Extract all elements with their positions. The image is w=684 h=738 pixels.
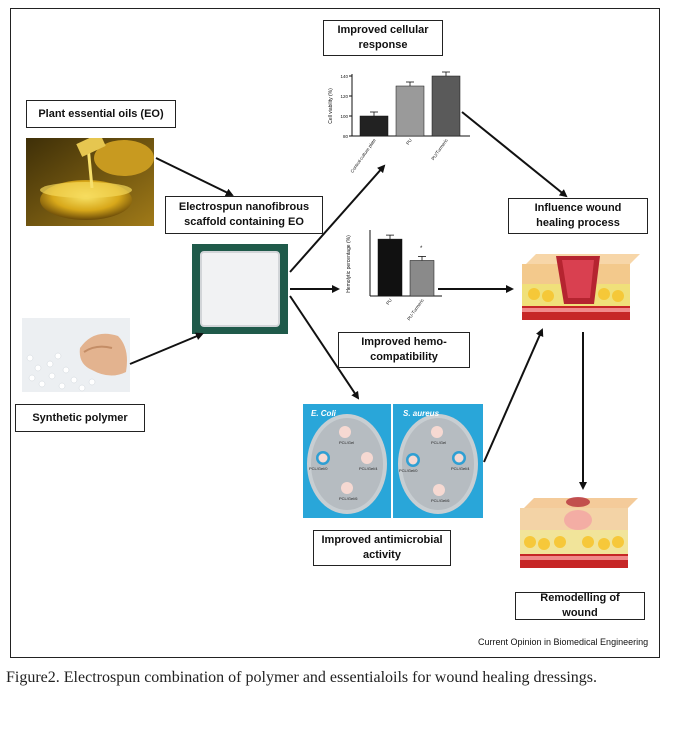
cellular-response-label: Improved cellular response bbox=[337, 24, 429, 51]
arrow-polymer-to-scaffold bbox=[129, 332, 204, 365]
petri-label: PCL/Gel/0 bbox=[399, 468, 418, 473]
essential-oils-box: Plant essential oils (EO) bbox=[26, 100, 176, 128]
remodelling-box: Remodelling of wound bbox=[515, 592, 645, 620]
arrow-cellular-to-influence bbox=[461, 111, 568, 198]
y-tick-label: 140 bbox=[340, 74, 348, 79]
y-axis-label: Cell viability (%) bbox=[328, 88, 334, 124]
y-tick-label: 80 bbox=[343, 134, 349, 139]
influence-box: Influence wound healing process bbox=[508, 198, 648, 234]
arrow-scaffold-to-cellular bbox=[289, 164, 386, 273]
bar bbox=[409, 260, 435, 297]
category-label: PU bbox=[385, 298, 393, 306]
petri-label: PCL/Gel bbox=[339, 440, 354, 445]
bar bbox=[377, 238, 403, 297]
scaffold-box: Electrospun nanofibrous scaffold contain… bbox=[165, 196, 323, 234]
wound-healing-illustration bbox=[518, 246, 642, 328]
bar bbox=[395, 85, 425, 137]
petri-label: PCL/Gel/0 bbox=[309, 466, 328, 471]
y-tick-label: 120 bbox=[340, 94, 348, 99]
petri-label: PCL/Gel/6 bbox=[431, 498, 450, 503]
figure-caption: Figure2. Electrospun combination of poly… bbox=[6, 669, 597, 686]
antimicrobial-box: Improved antimicrobial activity bbox=[313, 530, 451, 566]
cellular-response-box: Improved cellular response bbox=[323, 20, 443, 56]
petri-label: PCL/Gel bbox=[431, 440, 446, 445]
antimicrobial-label: Improved antimicrobial activity bbox=[321, 534, 443, 561]
remodelling-label: Remodelling of wound bbox=[540, 592, 620, 619]
figure-frame bbox=[10, 8, 660, 658]
petri-dish-ecoli: E. Coli PCL/Gel PCL/Gel/0 PCL/Gel/4 PCL/… bbox=[303, 404, 391, 518]
petri-title: E. Coli bbox=[311, 409, 337, 418]
source-credit: Current Opinion in Biomedical Engineerin… bbox=[478, 637, 649, 647]
significance-marker: * bbox=[420, 246, 423, 252]
petri-dish-saureus: S. aureus PCL/Gel PCL/Gel/0 PCL/Gel/4 PC… bbox=[393, 404, 483, 518]
scaffold-mat-photo bbox=[192, 244, 288, 334]
category-label: PU bbox=[405, 138, 413, 146]
synthetic-polymer-box: Synthetic polymer bbox=[15, 404, 145, 432]
hemocompatibility-box: Improved hemo-compatibility bbox=[338, 332, 470, 368]
hemocompatibility-label: Improved hemo-compatibility bbox=[361, 336, 447, 363]
arrow-scaffold-to-antimicrobial bbox=[289, 295, 360, 400]
scaffold-label: Electrospun nanofibrous scaffold contain… bbox=[178, 201, 310, 228]
remodelled-skin-illustration bbox=[516, 490, 642, 576]
influence-label: Influence wound healing process bbox=[534, 202, 622, 229]
essential-oil-photo bbox=[26, 138, 154, 226]
petri-title: S. aureus bbox=[403, 409, 440, 418]
essential-oils-label: Plant essential oils (EO) bbox=[38, 107, 164, 120]
y-tick-label: 100 bbox=[340, 114, 348, 119]
petri-label: PCL/Gel/4 bbox=[451, 466, 470, 471]
bar bbox=[431, 75, 461, 137]
petri-label: PCL/Gel/6 bbox=[339, 496, 358, 501]
polymer-granules-photo bbox=[22, 318, 130, 392]
y-axis-label: Hemolytic percentage (%) bbox=[346, 235, 352, 293]
arrow-antimicrobial-to-wound bbox=[483, 328, 544, 463]
arrow-oil-to-scaffold bbox=[155, 157, 234, 196]
petri-label: PCL/Gel/4 bbox=[359, 466, 378, 471]
synthetic-polymer-label: Synthetic polymer bbox=[32, 411, 128, 424]
